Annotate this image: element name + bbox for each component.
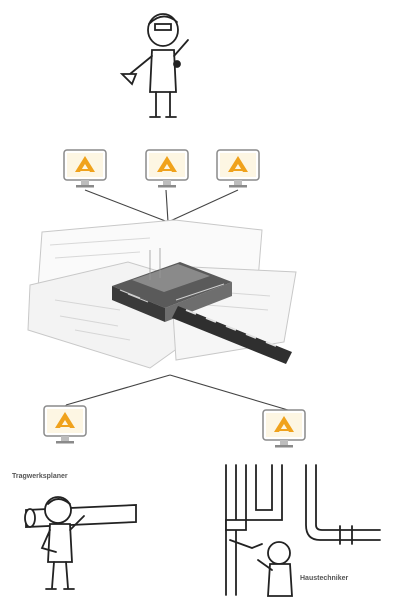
detail-strip <box>172 306 292 364</box>
bim-model-icon <box>27 219 297 369</box>
structural-engineer-label: Tragwerksplaner <box>12 473 68 480</box>
workstation-monitor-icon <box>63 149 107 189</box>
architect-figure-icon <box>119 13 189 118</box>
workstation-monitor-icon <box>145 149 189 189</box>
building-services-label: Haustechniker <box>300 575 349 582</box>
workstation-monitor-icon <box>43 405 87 445</box>
workstation-monitor-icon <box>262 409 306 449</box>
building-services-figure-icon <box>225 464 381 597</box>
structural-engineer-figure-icon <box>24 496 137 590</box>
workstation-monitor-icon <box>216 149 260 189</box>
